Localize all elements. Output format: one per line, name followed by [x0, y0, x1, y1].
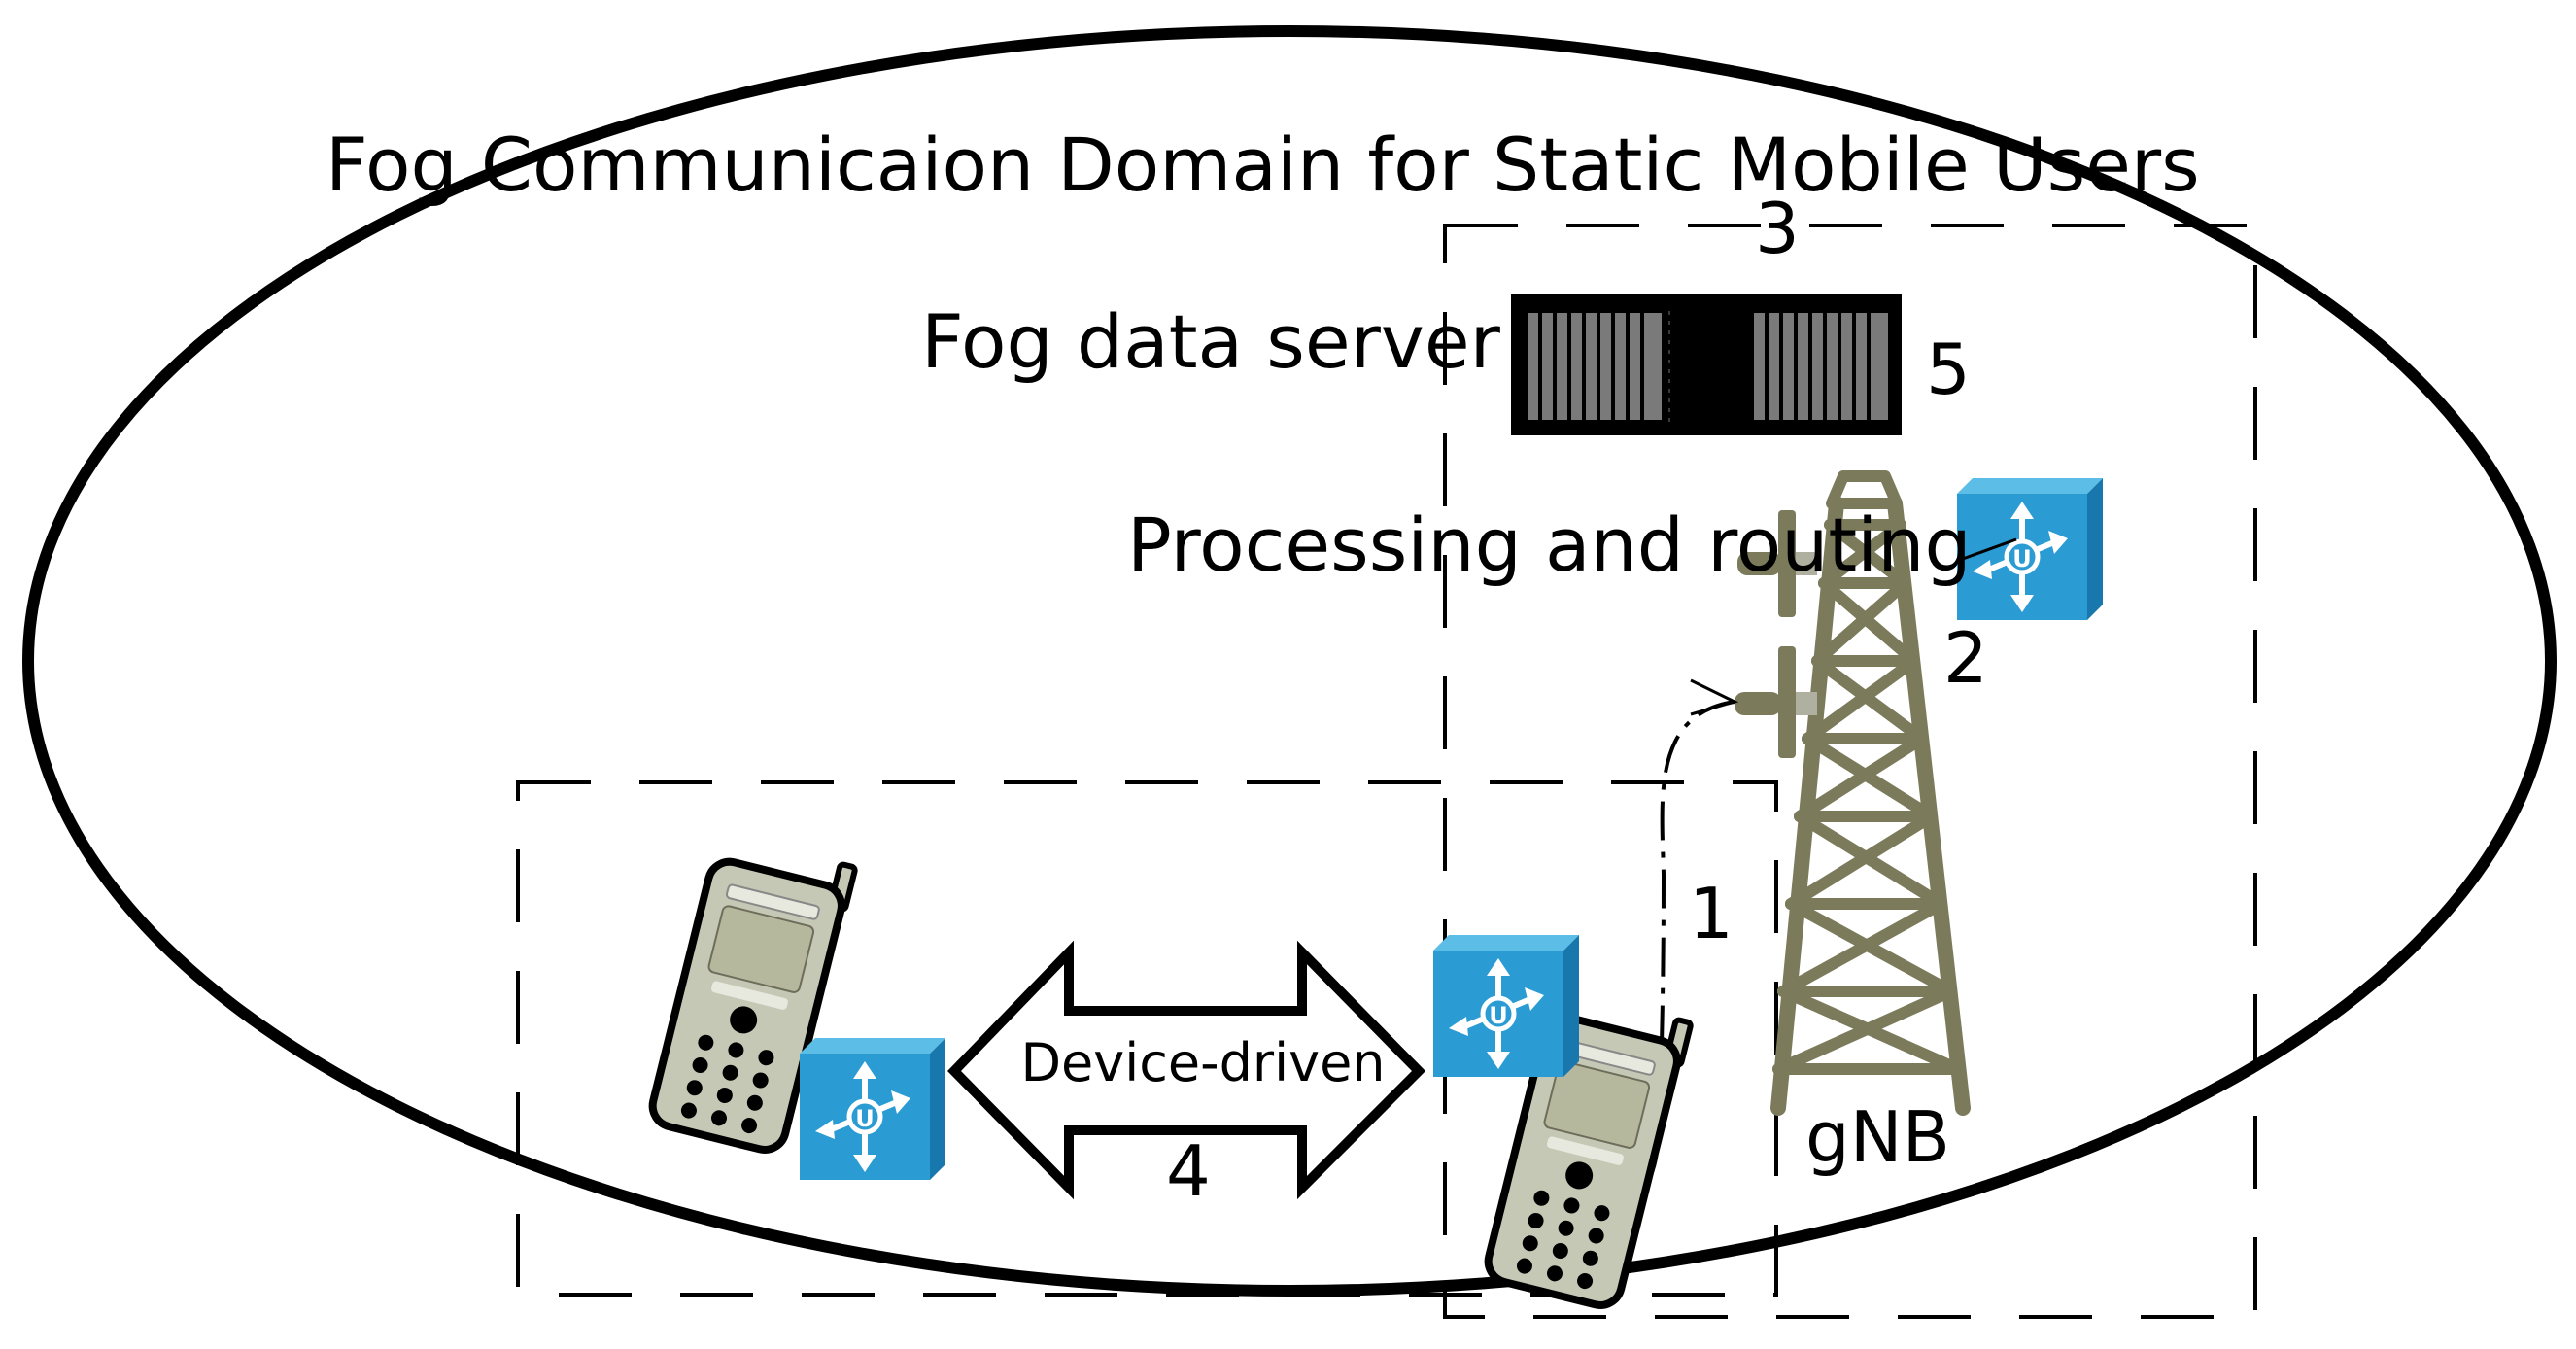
device-region-box [516, 780, 1778, 1297]
server-label: Fog data server [921, 298, 1501, 385]
cell-tower-icon [1735, 470, 1971, 1116]
device-driven-arrow [947, 940, 1426, 1200]
marker-1: 1 [1689, 873, 1734, 954]
marker-2: 2 [1943, 617, 1988, 699]
arrow-label: Device-driven [1020, 1032, 1385, 1093]
gnb-region-box [1443, 224, 2257, 1319]
processing-label: Processing and routing [1127, 502, 1972, 588]
domain-ellipse [22, 25, 2557, 1297]
router-link [1962, 537, 2017, 561]
marker-3: 3 [1755, 188, 1800, 269]
server-icon [1511, 294, 1902, 435]
router-icon [1957, 478, 2103, 620]
router-icon [1433, 935, 1579, 1077]
tower-label: gNB [1805, 1096, 1950, 1178]
domain-title: Fog Communicaion Domain for Static Mobil… [326, 121, 2200, 208]
router-icon [800, 1038, 945, 1180]
marker-4: 4 [1166, 1130, 1211, 1212]
wireless-link [1593, 700, 1735, 1228]
marker-5: 5 [1926, 329, 1971, 410]
